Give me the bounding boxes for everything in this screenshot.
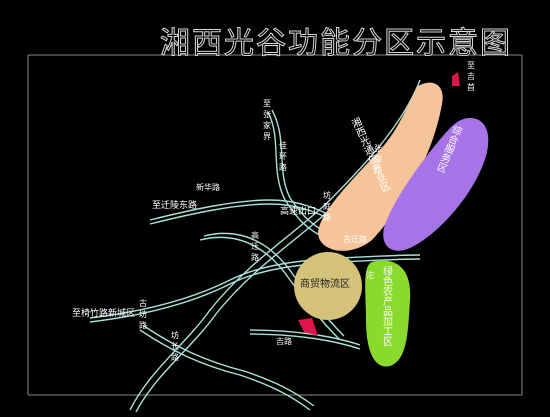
zone-optics-shape — [318, 82, 443, 251]
road-label-zhangjiajie: 至张家界 — [263, 99, 271, 141]
zone-trade-shape — [294, 252, 362, 320]
road-label-fangshi: 坊庭路 — [323, 191, 331, 222]
road-label-guqian: 古迁路 — [343, 235, 367, 244]
road-label-yizhulu: 至椅竹路新城区 — [72, 309, 136, 319]
location-marker-icon — [298, 318, 318, 336]
road-label-gaozh: 高迁路 — [251, 231, 259, 262]
zone-trade-label: 商贸物流区 — [300, 279, 350, 290]
road-label-fangchang: 坊长路 — [171, 331, 179, 362]
zone-agri-shape — [365, 260, 411, 367]
road-label-ji: 吉路 — [276, 337, 292, 346]
zone-agri-label: 绿色农产品加工区 — [383, 267, 393, 348]
frame-lines — [27, 54, 523, 396]
road-label-gufang: 古坊路 — [139, 299, 147, 330]
road-label-qianling: 至迁陵东路 — [152, 201, 198, 211]
map-title: 湘西光谷功能分区示意图 — [160, 26, 512, 62]
road-label-jiahuan: 佳环路 — [279, 141, 287, 172]
zone-service-shape — [383, 118, 489, 251]
road-label-gaosu: 高速出口 — [280, 207, 317, 217]
north-marker-icon — [452, 72, 460, 86]
road-label-jishou: 至吉首 — [467, 61, 475, 92]
road-label-tuo: 沱 — [366, 271, 374, 280]
road-label-zhangbao: 张保路 — [374, 144, 382, 175]
road-label-xinhua: 新华路 — [196, 183, 220, 192]
